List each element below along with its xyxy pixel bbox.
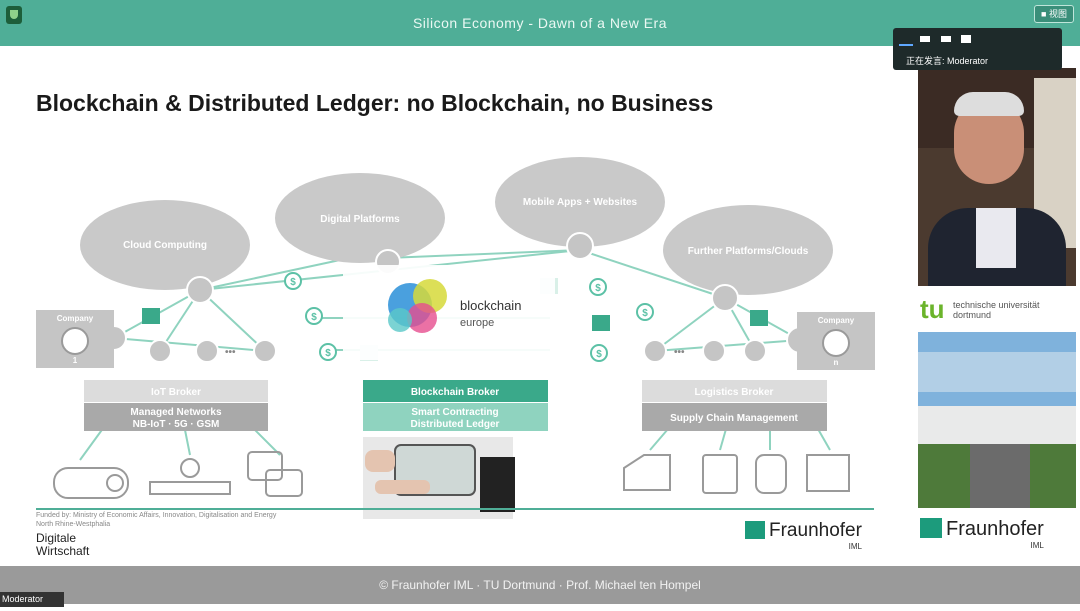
dollar-token: $	[290, 277, 296, 288]
tu-line2: dortmund	[953, 310, 1040, 320]
dollar-token: $	[596, 349, 602, 360]
dollar-token: $	[595, 283, 601, 294]
cloud-label-digital-platforms: Digital Platforms	[320, 214, 400, 225]
building-photo	[918, 332, 1076, 508]
cloud-label-further-platforms: Further Platforms/Clouds	[688, 246, 809, 257]
iml-word: IML	[745, 542, 862, 551]
speaking-indicator: 正在发言: Moderator	[906, 54, 988, 67]
company-left-num: 1	[73, 356, 78, 365]
managed-networks-line2: NB-IoT · 5G · GSM	[133, 419, 220, 430]
smart-contracting-line2: Distributed Ledger	[411, 419, 500, 430]
funding-note: Funded by: Ministry of Economic Affairs,…	[36, 511, 366, 529]
tu-mark: tu	[920, 294, 945, 324]
fraunhofer-word: Fraunhofer	[769, 520, 862, 541]
funding-line2: North Rhine-Westphalia	[36, 520, 366, 529]
tu-dortmund-logo: tu technische universität dortmund	[920, 294, 1040, 325]
managed-networks-line1: Managed Networks	[130, 407, 222, 418]
slide-divider	[36, 508, 874, 510]
iot-broker-label: IoT Broker	[151, 387, 201, 398]
layout-list-icon[interactable]	[939, 34, 953, 44]
tu-line1: technische universität	[953, 300, 1040, 310]
ecosystem-diagram: Cloud Computing Digital Platforms Mobile…	[30, 130, 890, 550]
fraunhofer-mark-icon	[745, 521, 765, 539]
node-dots-right: •••	[674, 347, 685, 358]
company-right-label: Company	[818, 316, 855, 325]
iml-word-side: IML	[920, 541, 1044, 550]
footer-credit: © Fraunhofer IML · TU Dortmund · Prof. M…	[0, 578, 1080, 592]
cloud-label-mobile-apps: Mobile Apps + Websites	[523, 197, 638, 208]
cloud-label-cloud-computing: Cloud Computing	[123, 240, 207, 251]
fraunhofer-logo-side: Fraunhofer IML	[920, 518, 1044, 550]
dollar-token: $	[642, 308, 648, 319]
speaker-video	[918, 68, 1076, 286]
europe-word: europe	[460, 317, 494, 329]
layout-grid-icon[interactable]	[959, 34, 973, 44]
node-dots-left: •••	[225, 347, 236, 358]
blockchain-word: blockchain	[460, 298, 521, 313]
dollar-token: $	[311, 312, 317, 323]
fraunhofer-logo-slide: Fraunhofer IML	[745, 520, 862, 551]
layout-speaker-icon[interactable]	[918, 34, 932, 44]
fraunhofer-word-side: Fraunhofer	[946, 518, 1044, 540]
fraunhofer-mark-icon	[920, 518, 942, 538]
view-button[interactable]: ■ 视图	[1034, 5, 1074, 23]
smart-contracting-line1: Smart Contracting	[411, 407, 498, 418]
company-left-label: Company	[57, 314, 94, 323]
layout-single-icon[interactable]	[899, 34, 913, 46]
digitale-wirtschaft-logo: Digitale Wirtschaft	[36, 532, 89, 558]
moderator-name-tag: Moderator	[0, 592, 64, 607]
wirtschaft-word: Wirtschaft	[36, 545, 89, 558]
blockchain-broker-label: Blockchain Broker	[411, 387, 499, 398]
supply-chain-label: Supply Chain Management	[670, 413, 798, 424]
logistics-broker-label: Logistics Broker	[695, 387, 774, 398]
funding-line1: Funded by: Ministry of Economic Affairs,…	[36, 511, 366, 520]
dollar-token: $	[325, 348, 331, 359]
company-right-num: n	[834, 358, 839, 367]
slide-headline: Blockchain & Distributed Ledger: no Bloc…	[36, 90, 713, 117]
